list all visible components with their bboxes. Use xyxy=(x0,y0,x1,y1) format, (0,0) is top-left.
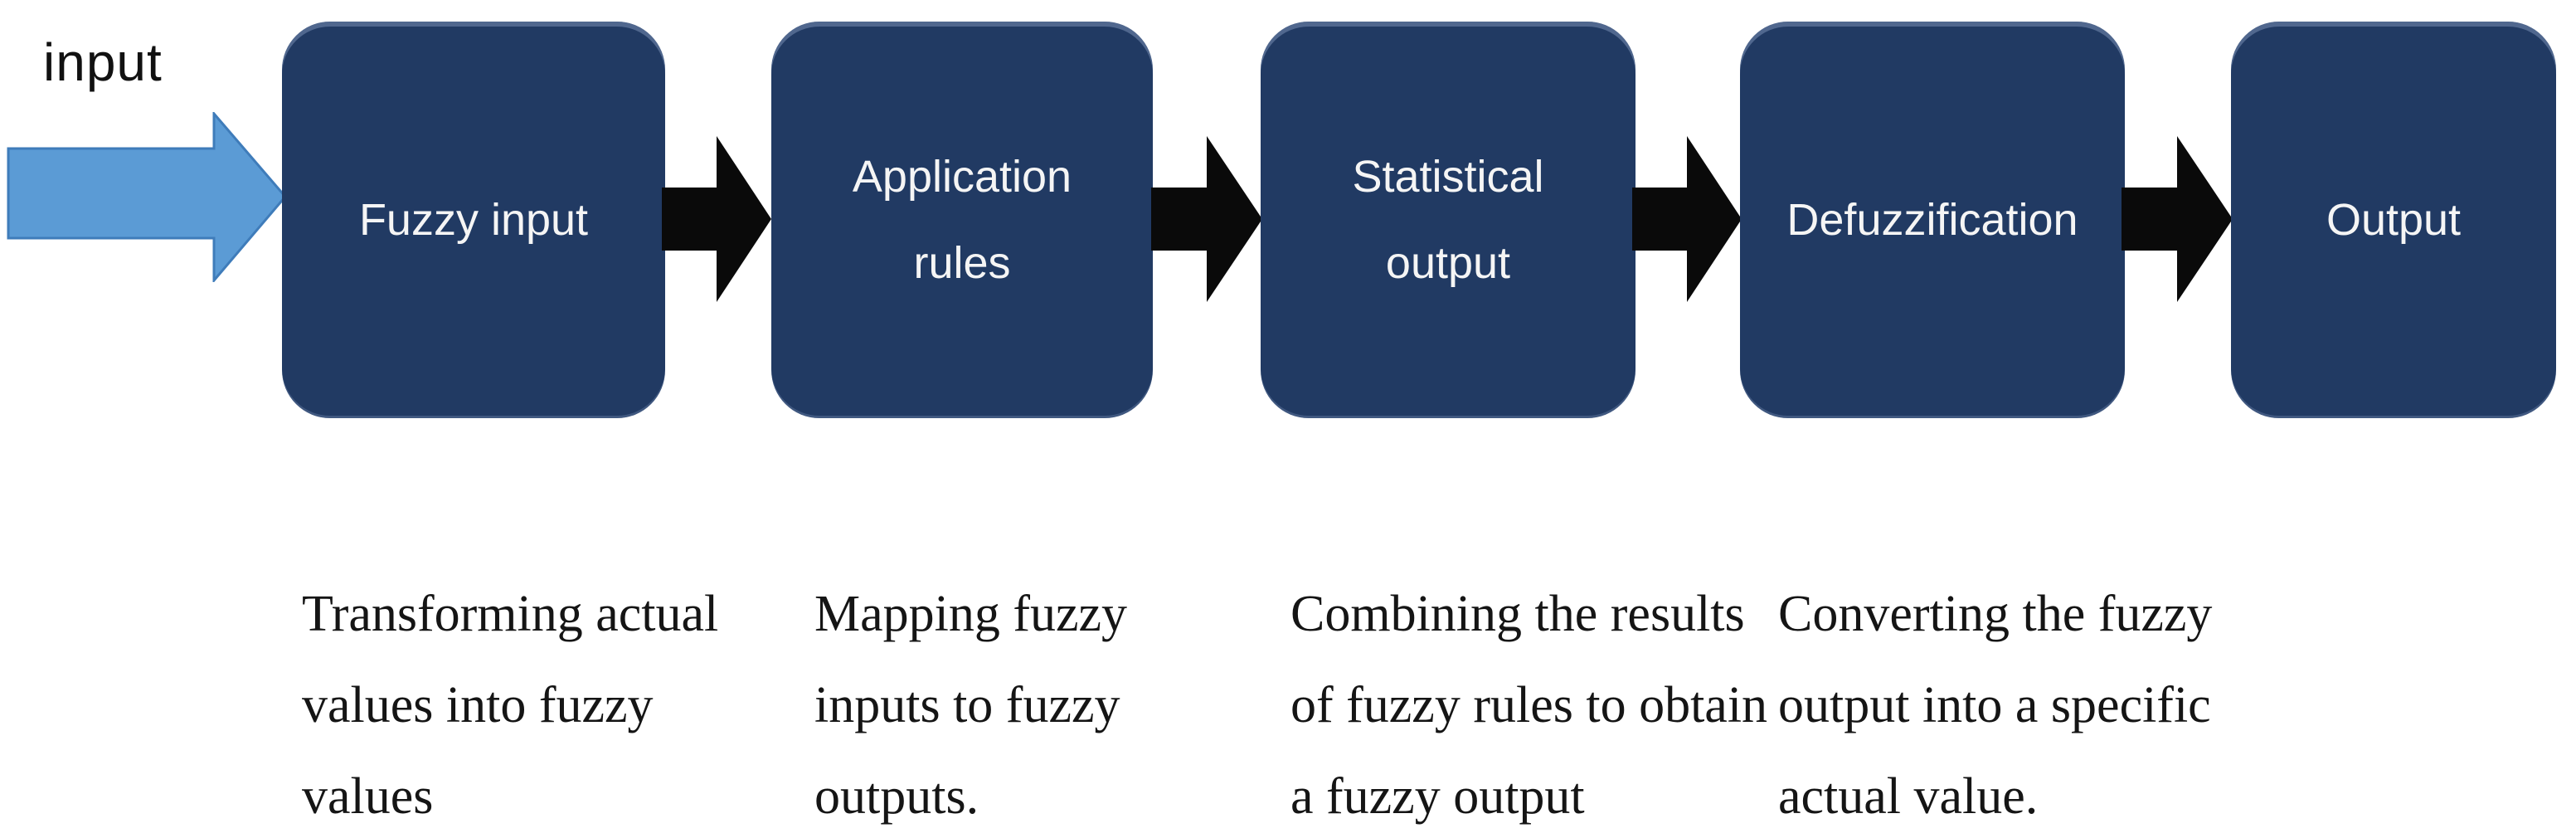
input-arrow-icon xyxy=(7,112,287,282)
description-fuzzy-input: Transforming actual values into fuzzy va… xyxy=(302,568,718,838)
description-line: a fuzzy output xyxy=(1290,768,1585,825)
process-box-statistical-output: Statistical output xyxy=(1261,22,1636,418)
description-application-rules: Mapping fuzzy inputs to fuzzy outputs. xyxy=(814,568,1127,838)
process-box-label: Application xyxy=(852,152,1072,202)
process-box-label: Statistical xyxy=(1352,152,1544,202)
description-line: Combining the results xyxy=(1290,586,1745,642)
description-line: Mapping fuzzy xyxy=(814,586,1128,642)
process-box-label: Defuzzification xyxy=(1786,195,2078,245)
process-box-application-rules: Application rules xyxy=(771,22,1153,418)
flow-arrow-icon xyxy=(1632,136,1742,302)
flow-arrow-icon xyxy=(1151,136,1262,302)
description-defuzzification: Converting the fuzzy output into a speci… xyxy=(1778,568,2212,838)
description-line: values xyxy=(302,768,434,825)
process-box-defuzzification: Defuzzification xyxy=(1740,22,2125,418)
description-line: actual value. xyxy=(1778,768,2039,825)
description-line: values into fuzzy xyxy=(302,677,654,733)
flow-arrow-icon xyxy=(662,136,771,302)
process-box-label: Fuzzy input xyxy=(358,195,589,245)
description-line: inputs to fuzzy xyxy=(814,677,1120,733)
process-box-label: rules xyxy=(913,238,1011,288)
description-line: outputs. xyxy=(814,768,979,825)
flow-arrow-icon xyxy=(2122,136,2233,302)
description-line: Converting the fuzzy xyxy=(1778,586,2213,642)
description-line: output into a specific xyxy=(1778,677,2211,733)
description-line: Transforming actual xyxy=(302,586,719,642)
process-box-fuzzy-input: Fuzzy input xyxy=(282,22,665,418)
process-box-output: Output xyxy=(2231,22,2556,418)
description-statistical-output: Combining the results of fuzzy rules to … xyxy=(1290,568,1767,838)
process-box-label: output xyxy=(1385,238,1511,288)
process-box-label: Output xyxy=(2326,195,2462,245)
description-line: of fuzzy rules to obtain xyxy=(1290,677,1768,733)
input-label: input xyxy=(43,32,163,92)
